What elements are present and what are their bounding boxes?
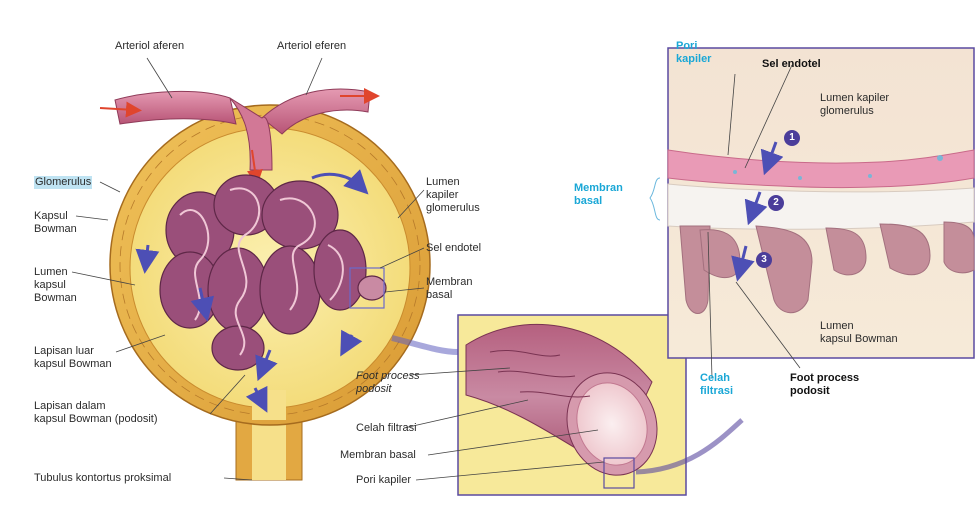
step-marker-1: 1 [784,130,800,146]
step-marker-3: 3 [756,252,772,268]
label-membran-basal-2: Membran basal [340,449,416,462]
capillary-panel [458,315,686,495]
membrane-detail-panel [650,48,974,358]
label-pori-kapiler: Pori kapiler [356,474,411,487]
label-celah-filtrasi: Celah filtrasi [356,422,417,435]
label-glomerulus: Glomerulus [34,176,92,189]
step-marker-2: 2 [768,195,784,211]
label-arteriol-eferen: Arteriol eferen [277,40,346,53]
label-arteriol-aferen: Arteriol aferen [115,40,184,53]
label-tubulus: Tubulus kontortus proksimal [34,472,171,485]
detail-label-sel-endotel: Sel endotel [762,58,821,71]
label-sel-endotel: Sel endotel [426,242,481,255]
